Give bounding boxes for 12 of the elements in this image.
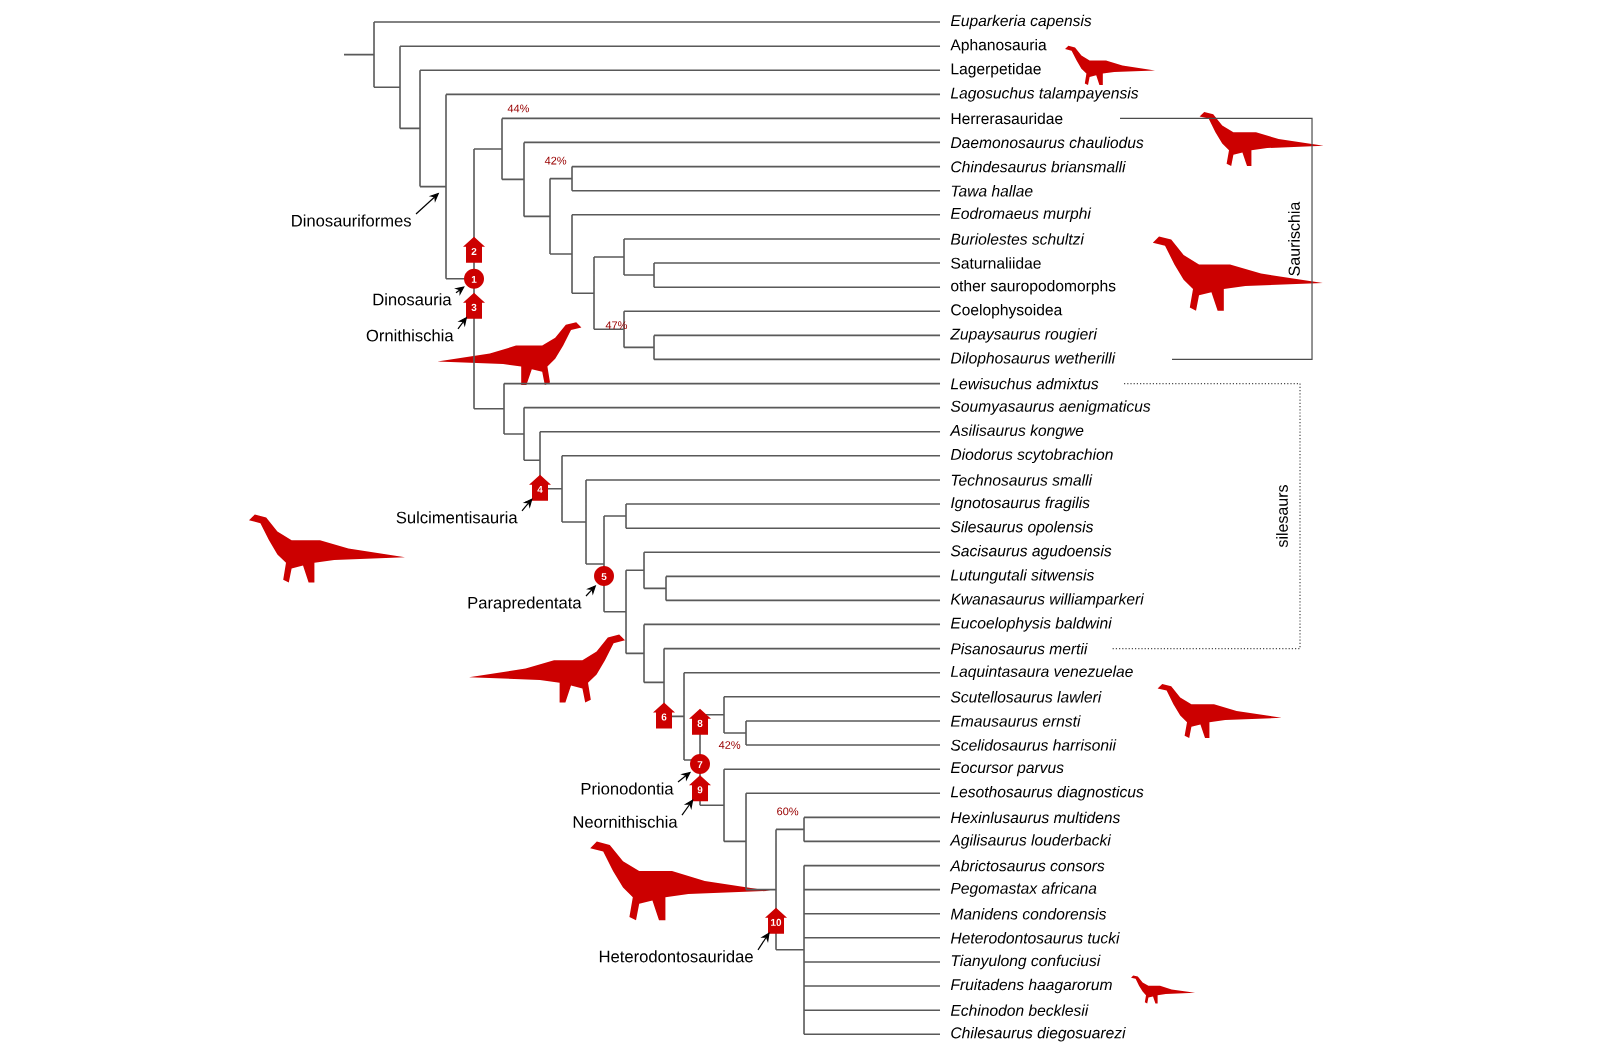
leader-arrow — [681, 799, 694, 816]
leader-arrow — [521, 498, 533, 512]
clade-bracket-label: silesaurs — [1276, 485, 1288, 548]
clade-label: Dinosauriformes — [292, 214, 411, 227]
clade-bracket-label: Saurischia — [1288, 201, 1300, 276]
clade-label: Dinosauria — [373, 293, 452, 306]
clade-label: Ornithischia — [366, 329, 454, 342]
clade-label: Heterodontosauridae — [599, 950, 753, 963]
clade-label: Parapredentata — [468, 596, 582, 612]
clade-label: Neornithischia — [573, 815, 678, 828]
clade-label: Sulcimentisauria — [396, 511, 518, 524]
clade-label: Prionodontia — [581, 782, 674, 795]
